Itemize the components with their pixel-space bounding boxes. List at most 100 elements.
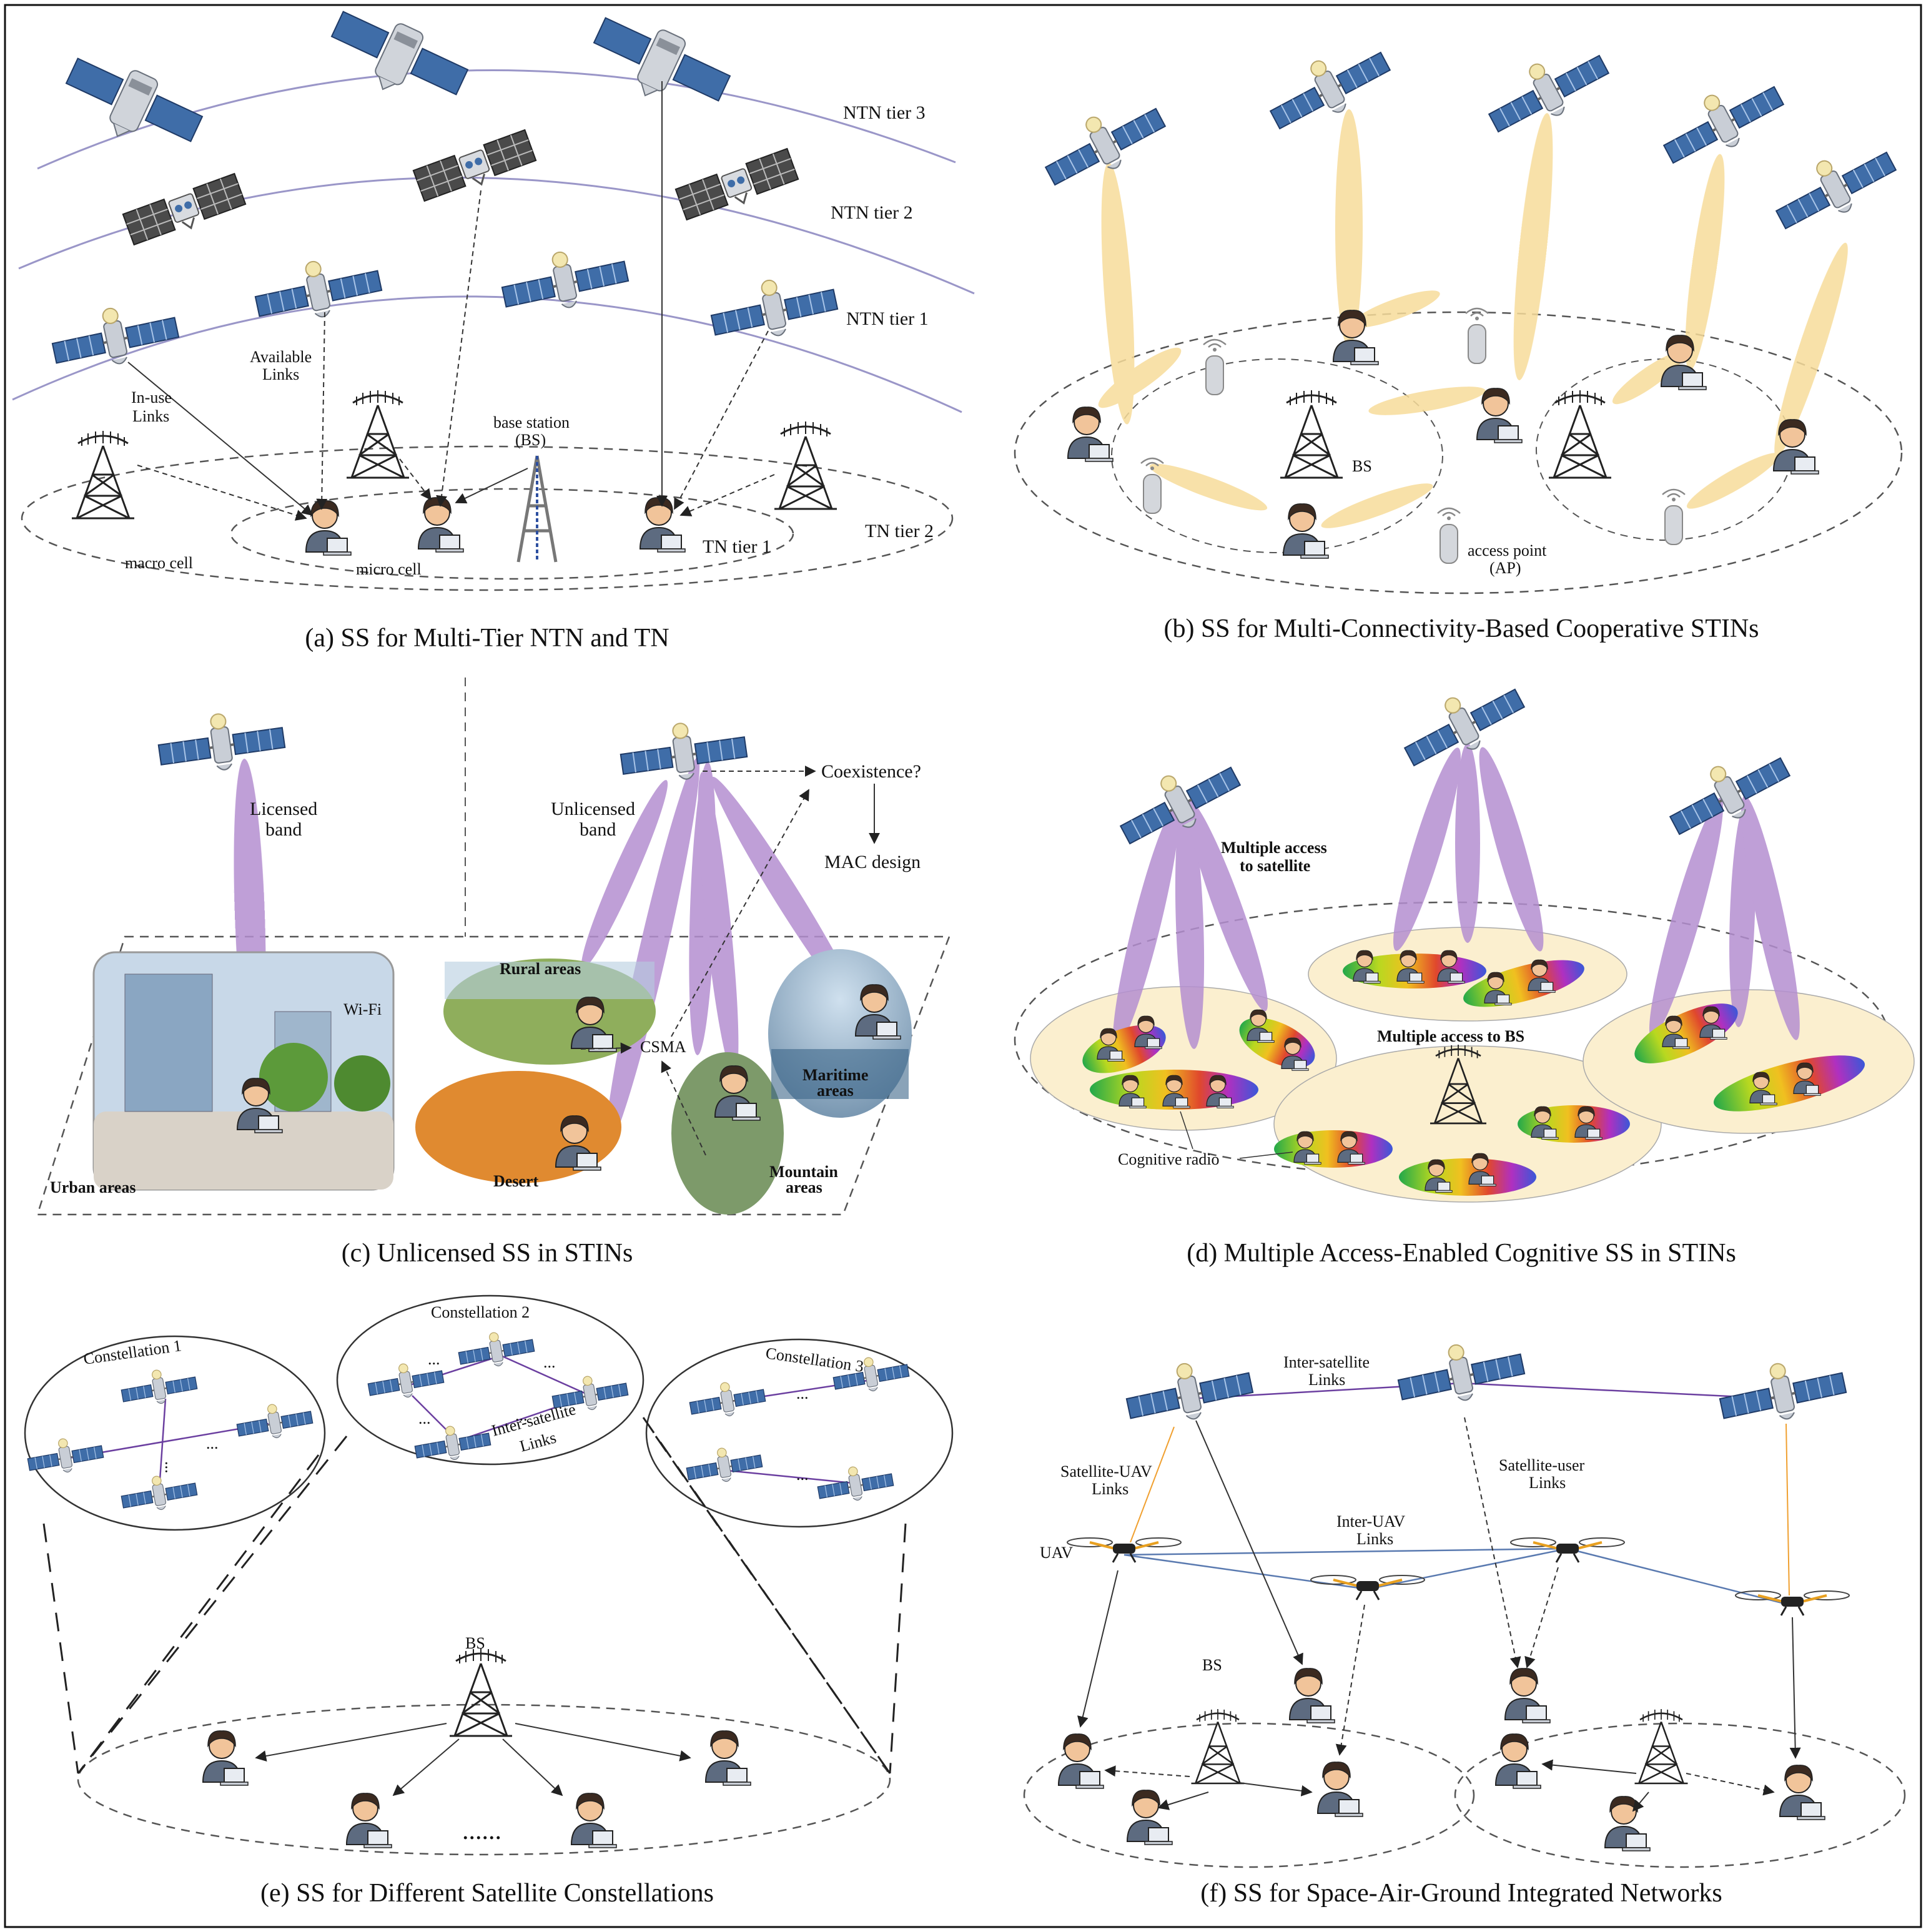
satellite-tier1-1	[46, 294, 183, 378]
bs-tower-f-2	[1634, 1708, 1689, 1785]
constellation-2-ellipse	[336, 1294, 644, 1466]
access-point-b-4	[1436, 507, 1461, 564]
label-urban-areas: Urban areas	[50, 1178, 136, 1196]
caption-f: (f) SS for Space-Air-Ground Integrated N…	[1200, 1879, 1722, 1908]
label-sat-user-1: Satellite-user	[1499, 1456, 1585, 1474]
caption-e: (e) SS for Different Satellite Constella…	[260, 1879, 714, 1908]
label-unlicensed-1: Unlicensed	[551, 799, 635, 819]
inter-uav-link-1	[1124, 1547, 1568, 1556]
satellite-b-5	[1766, 132, 1902, 240]
user-f-1	[1289, 1667, 1335, 1723]
label-inter-uav-1: Inter-UAV	[1336, 1512, 1405, 1530]
label-bs-b: BS	[1352, 457, 1372, 475]
label-cognitive-radio: Cognitive radio	[1118, 1150, 1219, 1168]
access-point-b-1	[1202, 338, 1227, 396]
access-point-b-5	[1661, 488, 1686, 546]
satellite-f-3	[1714, 1349, 1850, 1433]
label-sat-uav-1: Satellite-UAV	[1060, 1462, 1152, 1481]
user-e-3	[346, 1792, 392, 1848]
user-e-4	[571, 1792, 617, 1848]
user-e-1	[202, 1730, 249, 1786]
dots-e-2: ...	[162, 1461, 180, 1474]
bs-tower-e	[448, 1647, 513, 1737]
dots-e-3: ...	[428, 1350, 440, 1368]
user-b-1	[1067, 406, 1114, 462]
mountain-scene	[671, 1052, 784, 1215]
panel-c: Licensed band Unlicensed band Coexistenc…	[36, 678, 951, 1268]
dots-e-1: ...	[206, 1434, 219, 1452]
label-isl-f-1: Inter-satellite	[1283, 1353, 1370, 1371]
label-constellation-3: Constellation 3	[764, 1344, 865, 1376]
tn-tier1-cell	[230, 488, 794, 580]
label-ma-satellite-2: to satellite	[1240, 857, 1310, 875]
label-sat-uav-2: Links	[1092, 1480, 1128, 1498]
user-b-4	[1283, 503, 1329, 559]
sat-uav-link-1	[1130, 1426, 1175, 1543]
bs-mast	[516, 455, 558, 563]
uav-f-1	[1066, 1537, 1182, 1564]
label-macro-cell: macro cell	[125, 554, 193, 572]
label-mac-design: MAC design	[824, 852, 921, 872]
cell-d-right	[1583, 989, 1915, 1134]
label-mountain-2: areas	[786, 1178, 822, 1196]
label-ma-satellite-1: Multiple access	[1221, 839, 1327, 857]
dots-e-7: ...	[796, 1384, 809, 1402]
caption-b: (b) SS for Multi-Connectivity-Based Coop…	[1163, 614, 1759, 643]
label-rural-areas: Rural areas	[500, 960, 581, 978]
panel-f: Inter-satellite Links Satellite-UAV Link…	[1023, 1331, 1906, 1908]
micro-tower	[345, 389, 410, 479]
tn-tier2-cell	[21, 445, 954, 591]
label-unlicensed-2: band	[580, 819, 616, 840]
ground-cell-f-right	[1454, 1722, 1906, 1868]
label-base-station-2: (BS)	[515, 431, 546, 449]
label-csma: CSMA	[640, 1038, 686, 1056]
satellite-tier3-3	[582, 4, 737, 126]
access-point-b-2	[1464, 307, 1489, 365]
label-in-use-1: In-use	[131, 388, 172, 407]
dots-e-5: ...	[418, 1409, 431, 1427]
label-wifi: Wi-Fi	[343, 1000, 382, 1018]
satellite-f-2	[1392, 1331, 1529, 1414]
panel-d: Multiple access to satellite Multiple ac…	[1014, 669, 1915, 1268]
label-constellation-1: Constellation 1	[82, 1336, 183, 1368]
bs-tower-f-1	[1190, 1708, 1245, 1785]
beams-d	[1113, 743, 1800, 1049]
label-maritime-2: areas	[817, 1082, 854, 1100]
satellite-tier3-1	[54, 45, 209, 166]
ground-cell-f-left	[1023, 1722, 1475, 1868]
label-mountain-1: Mountain	[769, 1163, 838, 1181]
user-f-4	[1127, 1789, 1173, 1845]
coverage-area-b	[1014, 311, 1903, 594]
beams-b	[1098, 109, 1848, 528]
dots-e-6: ...	[515, 1406, 528, 1424]
label-constellation-2: Constellation 2	[431, 1303, 530, 1321]
bs-tower-b-1	[1279, 389, 1344, 479]
inter-uav-link-4	[1567, 1547, 1790, 1606]
user-f-8	[1779, 1764, 1825, 1820]
macro-tower-right	[773, 420, 838, 510]
dots-e-4: ...	[543, 1353, 556, 1371]
user-e-2	[705, 1730, 751, 1786]
label-ntn-tier1: NTN tier 1	[846, 308, 929, 329]
panel-e: ... ... ... ... ... ... ... ... Constell…	[24, 1294, 954, 1908]
label-isl-f-2: Links	[1308, 1371, 1345, 1389]
user-f-5	[1317, 1761, 1363, 1817]
label-available-1: Available	[250, 348, 312, 366]
satellite-c-licensed	[154, 704, 289, 780]
satellite-tier2-2	[412, 129, 538, 206]
satellite-c-unlicensed	[616, 713, 751, 789]
label-dots-e: ......	[462, 1816, 501, 1845]
label-micro-cell: micro cell	[356, 560, 422, 578]
label-base-station-1: base station	[493, 413, 570, 431]
label-licensed-1: Licensed	[250, 799, 317, 819]
label-in-use-2: Links	[132, 407, 169, 425]
label-tn-tier1: TN tier 1	[703, 536, 771, 557]
inter-uav-link-3	[1367, 1547, 1568, 1590]
user-f-2	[1504, 1667, 1551, 1723]
orbit-tier1	[12, 295, 962, 413]
ground-plane-c	[36, 935, 951, 1216]
user-f-7	[1604, 1795, 1651, 1851]
satellite-f-1	[1120, 1349, 1257, 1433]
